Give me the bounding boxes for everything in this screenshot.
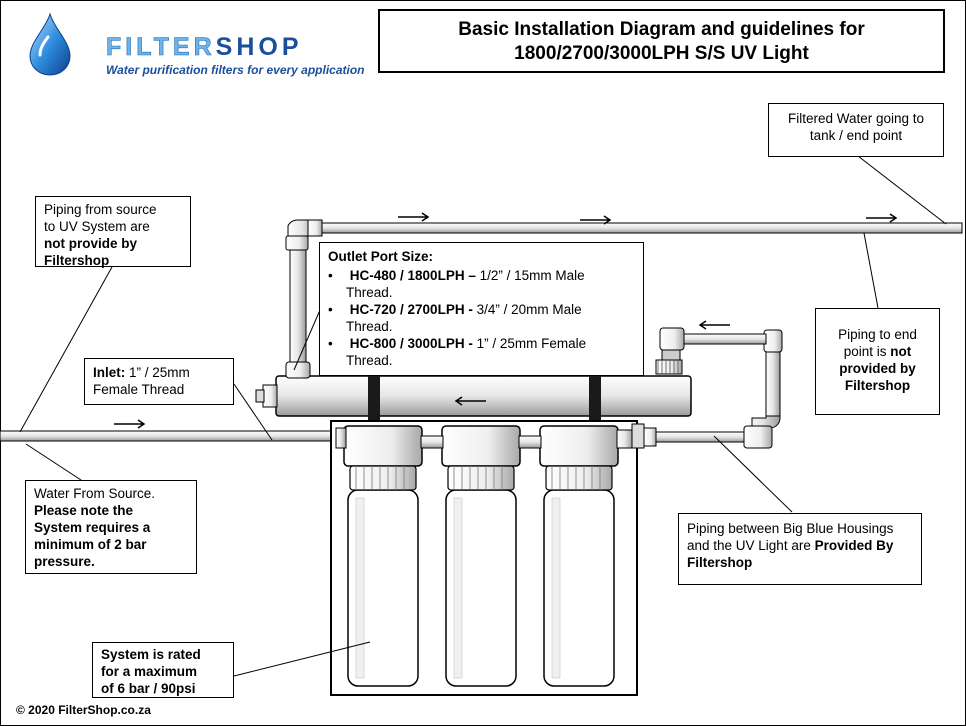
leader-line bbox=[863, 232, 879, 309]
filter-housing-3 bbox=[539, 425, 619, 687]
outlet-port-callout: Outlet Port Size: • HC-480 / 1800LPH – 1… bbox=[319, 242, 644, 376]
leader-line bbox=[293, 309, 321, 371]
leader-line bbox=[25, 443, 85, 483]
outlet-port-heading: Outlet Port Size: bbox=[328, 249, 434, 264]
leader-line bbox=[19, 266, 113, 433]
filtered-water-callout: Filtered Water going to tank / end point bbox=[768, 103, 944, 157]
uv-chamber bbox=[255, 374, 692, 420]
piping-source-callout: Piping from source to UV System are not … bbox=[35, 196, 191, 268]
source-pipe bbox=[0, 430, 337, 442]
housing-connectors bbox=[335, 427, 634, 449]
piping-between-callout: Piping between Big Blue Housings and the… bbox=[678, 513, 922, 585]
system-rated-callout: System is rated for a maximum of 6 bar /… bbox=[92, 642, 234, 698]
title-line-1: Basic Installation Diagram and guideline… bbox=[458, 19, 865, 40]
logo-tagline: Water purification filters for every app… bbox=[106, 63, 365, 77]
inlet-callout: Inlet: 1” / 25mm Female Thread bbox=[84, 358, 234, 405]
leader-line bbox=[233, 641, 371, 677]
copyright-notice: © 2020 FilterShop.co.za bbox=[16, 703, 151, 717]
diagram-title: Basic Installation Diagram and guideline… bbox=[378, 9, 945, 73]
flow-arrow bbox=[454, 396, 486, 406]
flow-arrow bbox=[580, 215, 612, 225]
flow-arrow bbox=[866, 213, 898, 223]
logo-brand: FILTERSHOP bbox=[106, 33, 303, 61]
flow-arrow bbox=[398, 212, 430, 222]
piping-end-callout: Piping to end point is not provided by F… bbox=[815, 308, 940, 415]
housing-outlet-pipe bbox=[631, 329, 783, 449]
uv-inlet-pipe bbox=[655, 327, 767, 375]
filtershop-logo: FILTERSHOP Water purification filters fo… bbox=[26, 10, 371, 78]
title-line-2: 1800/2700/3000LPH S/S UV Light bbox=[514, 43, 809, 64]
water-drop-icon bbox=[29, 12, 71, 76]
water-source-callout: Water From Source. Please note the Syste… bbox=[25, 480, 197, 574]
flow-arrow bbox=[114, 419, 146, 429]
leader-line bbox=[713, 435, 793, 513]
outlet-pipe bbox=[307, 219, 963, 237]
filter-housing-2 bbox=[441, 425, 521, 687]
leader-line bbox=[233, 383, 273, 441]
leader-line bbox=[857, 155, 947, 225]
flow-arrow bbox=[698, 320, 730, 330]
filter-housing-1 bbox=[343, 425, 423, 687]
